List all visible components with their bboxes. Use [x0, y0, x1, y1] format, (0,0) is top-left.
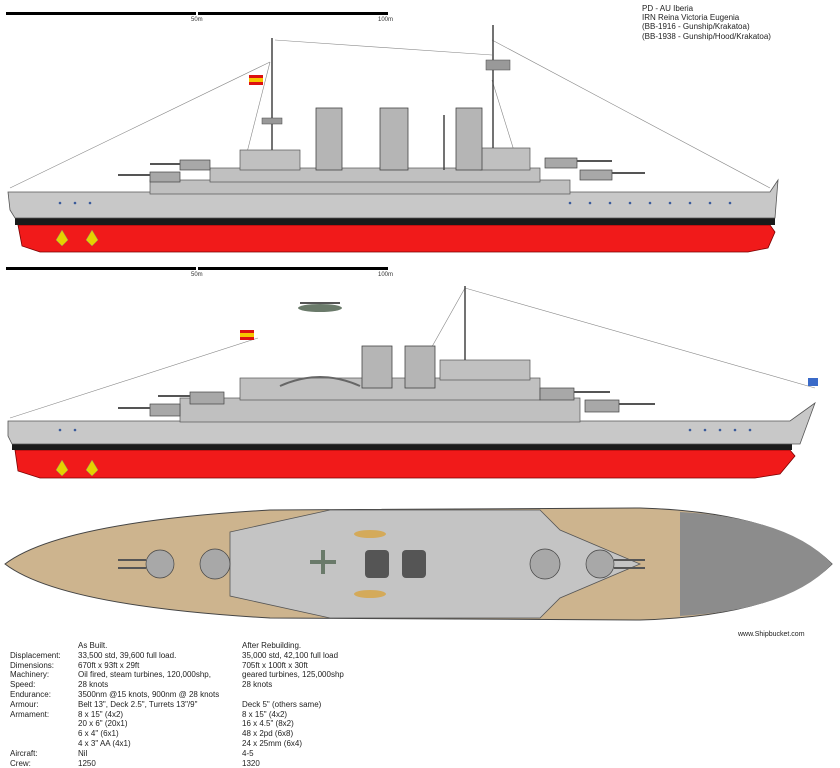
title-line: (BB-1938 - Gunship/Hood/Krakatoa) [642, 31, 771, 41]
hull-bottom-red [14, 449, 796, 479]
title-line: (BB-1916 - Gunship/Krakatoa) [642, 22, 750, 32]
title-line: IRN Reina Victoria Eugenia [642, 13, 740, 23]
propeller-icon [55, 459, 99, 477]
scale-segment [198, 12, 388, 15]
funnels [361, 345, 436, 389]
funnels-plan [365, 550, 426, 578]
superstructure [179, 359, 581, 423]
foretop [261, 117, 283, 125]
boats [354, 530, 386, 598]
gun-barrels [118, 559, 645, 569]
profile-rebuilt [7, 286, 818, 479]
maintop [485, 59, 511, 71]
spec-row: 20 x 6" (20x1)16 x 4.5" (8x2) [78, 719, 294, 729]
scale-segment [6, 267, 196, 270]
masts [271, 25, 494, 170]
spec-row: Endurance:3500nm @15 knots, 900nm @ 28 k… [10, 689, 220, 699]
scale-segment [6, 12, 196, 15]
spec-row: Armament:8 x 15" (4x2)8 x 15" (4x2) [10, 709, 288, 719]
spec-table: As Built. After Rebuilding. Displacement… [10, 641, 344, 768]
spec-header-row: As Built. After Rebuilding. [10, 641, 344, 651]
ship-title-block: PD - AU Iberia IRN Reina Victoria Eugeni… [642, 4, 771, 41]
aircraft-crane [279, 376, 361, 387]
turrets [149, 157, 613, 183]
seaplane-icon [298, 302, 342, 312]
scale-segment [198, 267, 388, 270]
boot-topping [12, 444, 792, 450]
scale-label-50m: 50m [191, 272, 203, 278]
spec-row: Displacement:33,500 std, 39,600 full loa… [10, 650, 339, 660]
aircraft-plan-icon [310, 550, 336, 574]
spec-row: Machinery:Oil fired, steam turbines, 120… [10, 670, 344, 680]
gun-barrels [118, 391, 655, 409]
turrets [145, 548, 615, 580]
propeller-icon [55, 229, 99, 247]
scale-bar-top: 50m 100m [6, 12, 394, 26]
flag-icon [240, 330, 254, 340]
spec-row: 4 x 3" AA (4x1)24 x 25mm (6x4) [78, 738, 303, 748]
hull-grey [7, 178, 779, 219]
superstructure-deck [229, 509, 642, 619]
credit-text: www.Shipbucket.com [738, 631, 805, 638]
spec-header-as-built: As Built. [78, 641, 108, 650]
funnels [315, 107, 483, 171]
superstructure [149, 147, 571, 195]
title-line: PD - AU Iberia [642, 4, 694, 13]
portholes [58, 428, 752, 432]
rigging [9, 39, 771, 189]
profile-as-built [7, 25, 779, 253]
hull-bottom-red [17, 224, 776, 253]
gun-barrels [118, 160, 645, 176]
jack-flag-icon [808, 378, 818, 386]
scale-label-100m: 100m [378, 272, 394, 278]
flag-icon [249, 75, 263, 85]
hull-grey [7, 401, 816, 445]
scale-bar-mid: 50m 100m [6, 267, 394, 281]
spec-row: Armour:Belt 13", Deck 2.5", Turrets 13"/… [10, 699, 322, 709]
spec-row: 6 x 4" (6x1)48 x 2pd (6x8) [78, 729, 294, 739]
forecastle-grey [680, 512, 832, 616]
scale-label-50m: 50m [191, 17, 203, 23]
plan-view [4, 507, 833, 621]
portholes [58, 201, 732, 205]
scale-label-100m: 100m [378, 17, 394, 23]
boot-topping [15, 218, 775, 225]
spec-header-rebuilt: After Rebuilding. [242, 641, 302, 650]
turrets [149, 387, 620, 417]
